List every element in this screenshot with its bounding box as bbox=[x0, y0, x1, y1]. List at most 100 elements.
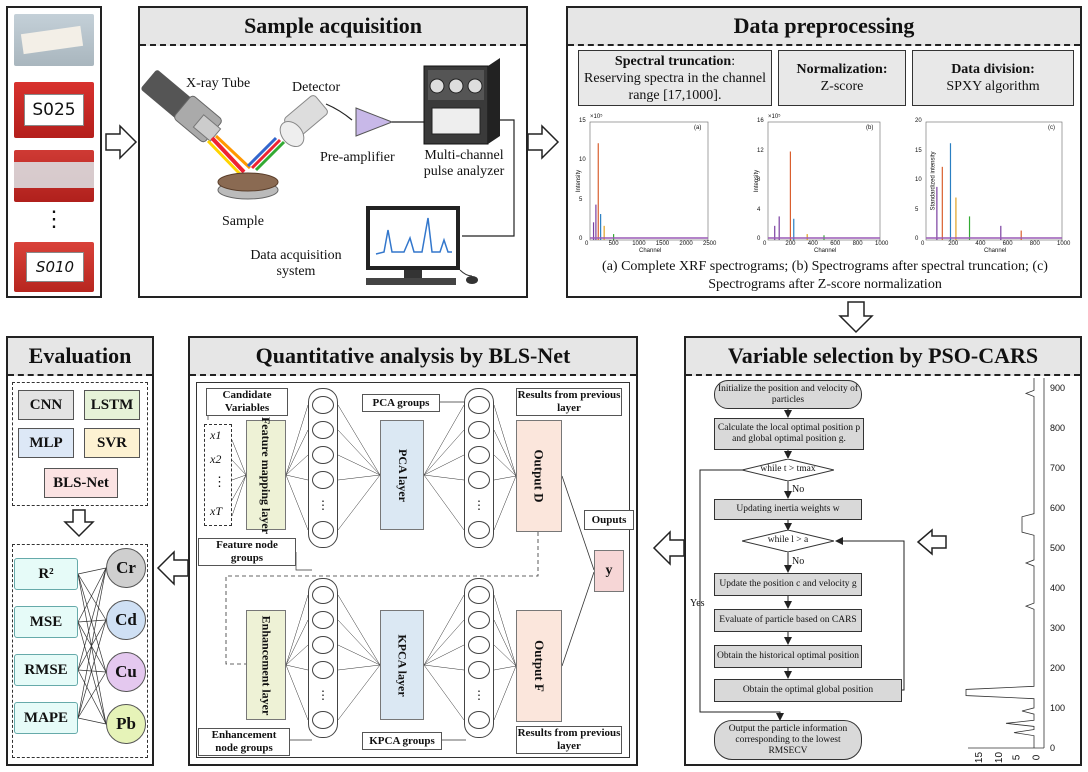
metrics-group bbox=[12, 544, 148, 758]
connection-line bbox=[423, 619, 465, 666]
xray-tube-icon bbox=[141, 70, 222, 143]
plot-ytick: 5 bbox=[579, 196, 583, 203]
connection-line bbox=[423, 404, 465, 476]
element-pb: Pb bbox=[106, 704, 146, 744]
results-previous-top: Results from previous layer bbox=[516, 388, 622, 416]
pca-groups-label: PCA groups bbox=[362, 394, 440, 412]
kpca-layer: KPCA layer bbox=[380, 610, 424, 720]
connection-line bbox=[285, 594, 309, 666]
step-evaluate-cars: Evaluate of particle based on CARS bbox=[714, 609, 862, 632]
plot-xlabel: Channel bbox=[984, 248, 1007, 254]
connection-line bbox=[337, 454, 381, 476]
metric-element-link bbox=[77, 573, 107, 673]
neuron bbox=[468, 396, 490, 414]
pca-layer: PCA layer bbox=[380, 420, 424, 530]
spectrum-xtick: 10 bbox=[994, 751, 1006, 764]
input-ellipsis: ⋮ bbox=[213, 474, 226, 489]
sample-label-s025: S025 bbox=[24, 94, 84, 126]
element-cu: Cu bbox=[106, 652, 146, 692]
spectrum-ytick: 900 bbox=[1050, 383, 1066, 393]
neuron: ⋮ bbox=[312, 686, 334, 704]
samples-panel: S025 ⋮ S010 bbox=[6, 6, 102, 298]
data-division-box: Data division: SPXY algorithm bbox=[912, 50, 1074, 106]
plot-ytick: 4 bbox=[757, 206, 761, 213]
spectrum-ytick: 600 bbox=[1050, 503, 1066, 513]
detector-label: Detector bbox=[292, 80, 341, 95]
metric-element-link bbox=[77, 669, 107, 725]
decision-while-t-label: while t > tmax bbox=[760, 464, 816, 474]
connection-line bbox=[231, 439, 247, 476]
variable-selection-panel: Variable selection by PSO-CARS bbox=[684, 336, 1082, 766]
connection-line bbox=[285, 474, 309, 481]
more-samples-ellipsis: ⋮ bbox=[43, 206, 65, 231]
input-xt: xT bbox=[210, 504, 222, 518]
spectrum-xtick: 0 bbox=[1031, 754, 1043, 761]
daq-label: Data acquisition system bbox=[250, 248, 342, 279]
connection-line bbox=[423, 664, 465, 721]
neuron: ⋮ bbox=[468, 686, 490, 704]
neuron bbox=[312, 471, 334, 489]
connection-line bbox=[337, 619, 381, 666]
spectrum-ytick: 0 bbox=[1050, 743, 1056, 753]
connection-line bbox=[493, 404, 517, 477]
spectrum-ytick: 500 bbox=[1050, 543, 1066, 553]
plot-ylabel: Intensity bbox=[576, 169, 583, 193]
plot-tag: (c) bbox=[1048, 125, 1055, 131]
connection-line bbox=[231, 459, 247, 476]
results-previous-bottom: Results from previous layer bbox=[516, 726, 622, 754]
plot-xtick: 0 bbox=[921, 241, 925, 247]
selected-variables-spectrum bbox=[965, 378, 1045, 749]
sample-acquisition-title: Sample acquisition bbox=[140, 8, 526, 46]
neuron bbox=[468, 471, 490, 489]
model-lstm: LSTM bbox=[84, 390, 140, 420]
bls-connections bbox=[207, 398, 595, 741]
metric-element-link bbox=[77, 669, 107, 673]
decision-while-l: while l > a bbox=[742, 530, 834, 552]
metric-element-link bbox=[77, 573, 107, 725]
plot-xtick: 600 bbox=[1002, 241, 1013, 247]
sample-icon bbox=[217, 172, 279, 200]
neuron bbox=[468, 711, 490, 729]
models-group bbox=[12, 382, 148, 506]
neuron bbox=[468, 446, 490, 464]
computer-icon bbox=[366, 206, 478, 285]
xray-tube-label: X-ray Tube bbox=[186, 76, 251, 91]
metric-element-link bbox=[77, 567, 107, 575]
connection-line bbox=[337, 474, 381, 531]
plot-xtick: 2000 bbox=[679, 241, 693, 247]
plot-ytick: 0 bbox=[579, 236, 583, 242]
data-division-title: Data division: bbox=[951, 62, 1035, 77]
feature-mapping-label: Feature mapping layer bbox=[259, 416, 274, 534]
step-update-weights: Updating inertia weights w bbox=[714, 499, 862, 520]
plot-ytick: 0 bbox=[757, 236, 761, 242]
bls-net-title: Quantitative analysis by BLS-Net bbox=[190, 338, 636, 376]
connection-line bbox=[337, 664, 381, 671]
feature-node-groups-label: Feature node groups bbox=[198, 538, 296, 566]
candidate-variables-label: Candidate Variables bbox=[206, 388, 288, 416]
connection-line bbox=[423, 594, 465, 666]
spectrum-ytick: 700 bbox=[1050, 463, 1066, 473]
flowchart-connectors bbox=[699, 409, 905, 721]
connection-line bbox=[423, 644, 465, 666]
spectral-truncation-title: Spectral truncation bbox=[614, 54, 732, 69]
input-vector bbox=[204, 424, 232, 526]
plot-exponent: ×10⁵ bbox=[768, 114, 781, 120]
sample-bottle-3 bbox=[14, 150, 94, 202]
plot-xtick: 2500 bbox=[703, 241, 717, 247]
arrow-preprocessing-to-selection bbox=[838, 301, 874, 334]
output-f-box: Output F bbox=[516, 610, 562, 722]
output-d-box: Output D bbox=[516, 420, 562, 532]
pca-layer-label: PCA layer bbox=[395, 448, 410, 502]
connection-line bbox=[423, 664, 465, 671]
variable-selection-title: Variable selection by PSO-CARS bbox=[686, 338, 1080, 376]
preamplifier-icon bbox=[355, 107, 394, 137]
data-preprocessing-panel: Data preprocessing bbox=[566, 6, 1082, 298]
bls-net-panel: Quantitative analysis by BLS-Net bbox=[188, 336, 638, 766]
plot-ytick: 0 bbox=[915, 236, 919, 242]
connection-line bbox=[285, 454, 309, 476]
plot-xtick: 200 bbox=[948, 241, 959, 247]
outputs-label: Ouputs bbox=[584, 510, 634, 530]
xray-beam bbox=[206, 134, 286, 176]
normalization-box: Normalization: Z-score bbox=[778, 50, 906, 106]
enhancement-layer: Enhancement layer bbox=[246, 610, 286, 720]
